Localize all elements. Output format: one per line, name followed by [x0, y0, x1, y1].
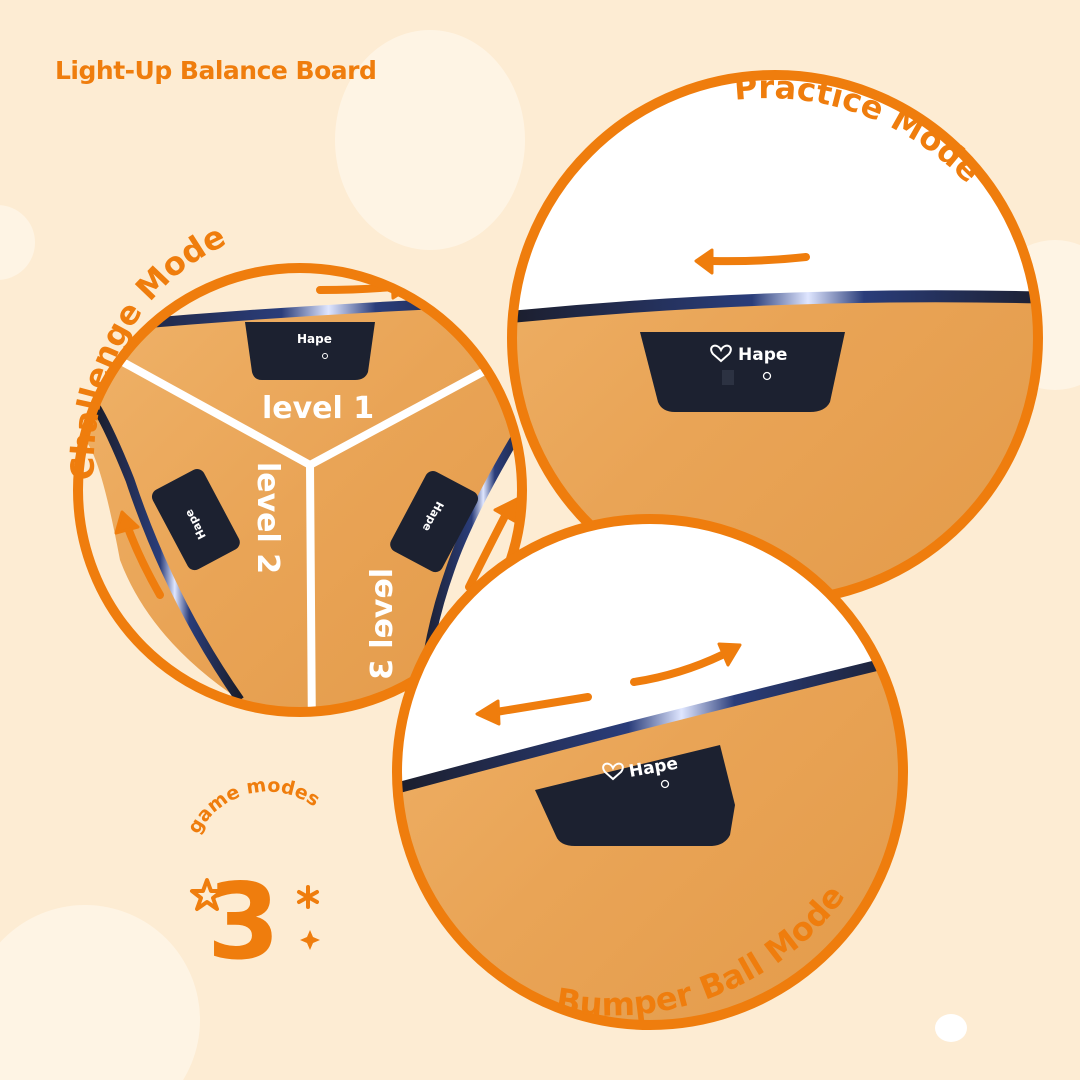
background-dot	[935, 1014, 967, 1042]
power-led-icon	[762, 371, 772, 381]
arrow-icon	[465, 512, 509, 591]
hape-logo: Hape	[738, 345, 787, 365]
practice-mode-panel: Hape	[507, 70, 1043, 606]
game-modes-badge: game modes 3	[183, 774, 324, 983]
game-modes-count: 3	[207, 861, 280, 983]
speaker-grille-icon	[722, 370, 734, 385]
level-divider	[108, 348, 522, 712]
product-title: Light-Up Balance Board	[55, 56, 377, 85]
background-bubble	[335, 30, 525, 250]
arrow-icon	[708, 253, 810, 266]
asterisk-icon	[297, 885, 319, 909]
arrow-icon	[124, 524, 164, 599]
device-control-panel	[640, 332, 845, 412]
power-led-icon	[660, 779, 670, 789]
sparkle-icon	[300, 930, 320, 950]
heart-leaf-logo-icon	[602, 762, 624, 781]
level-3-label: level 3	[365, 568, 400, 680]
arrow-icon	[492, 693, 592, 716]
level-2-label: level 2	[250, 462, 285, 574]
device-control-panel	[245, 322, 375, 380]
arrow-icon	[630, 651, 726, 686]
bumper-ball-mode-panel: Hape	[392, 514, 908, 1030]
heart-leaf-logo-icon	[710, 344, 732, 363]
svg-text:Hape: Hape	[297, 332, 332, 346]
level-1-label: level 1	[262, 391, 374, 426]
game-modes-caption: game modes	[183, 774, 324, 837]
star-icon	[190, 878, 224, 911]
device-control-panel	[535, 745, 735, 846]
device-control-panel	[390, 471, 479, 573]
device-control-panel	[151, 469, 240, 571]
